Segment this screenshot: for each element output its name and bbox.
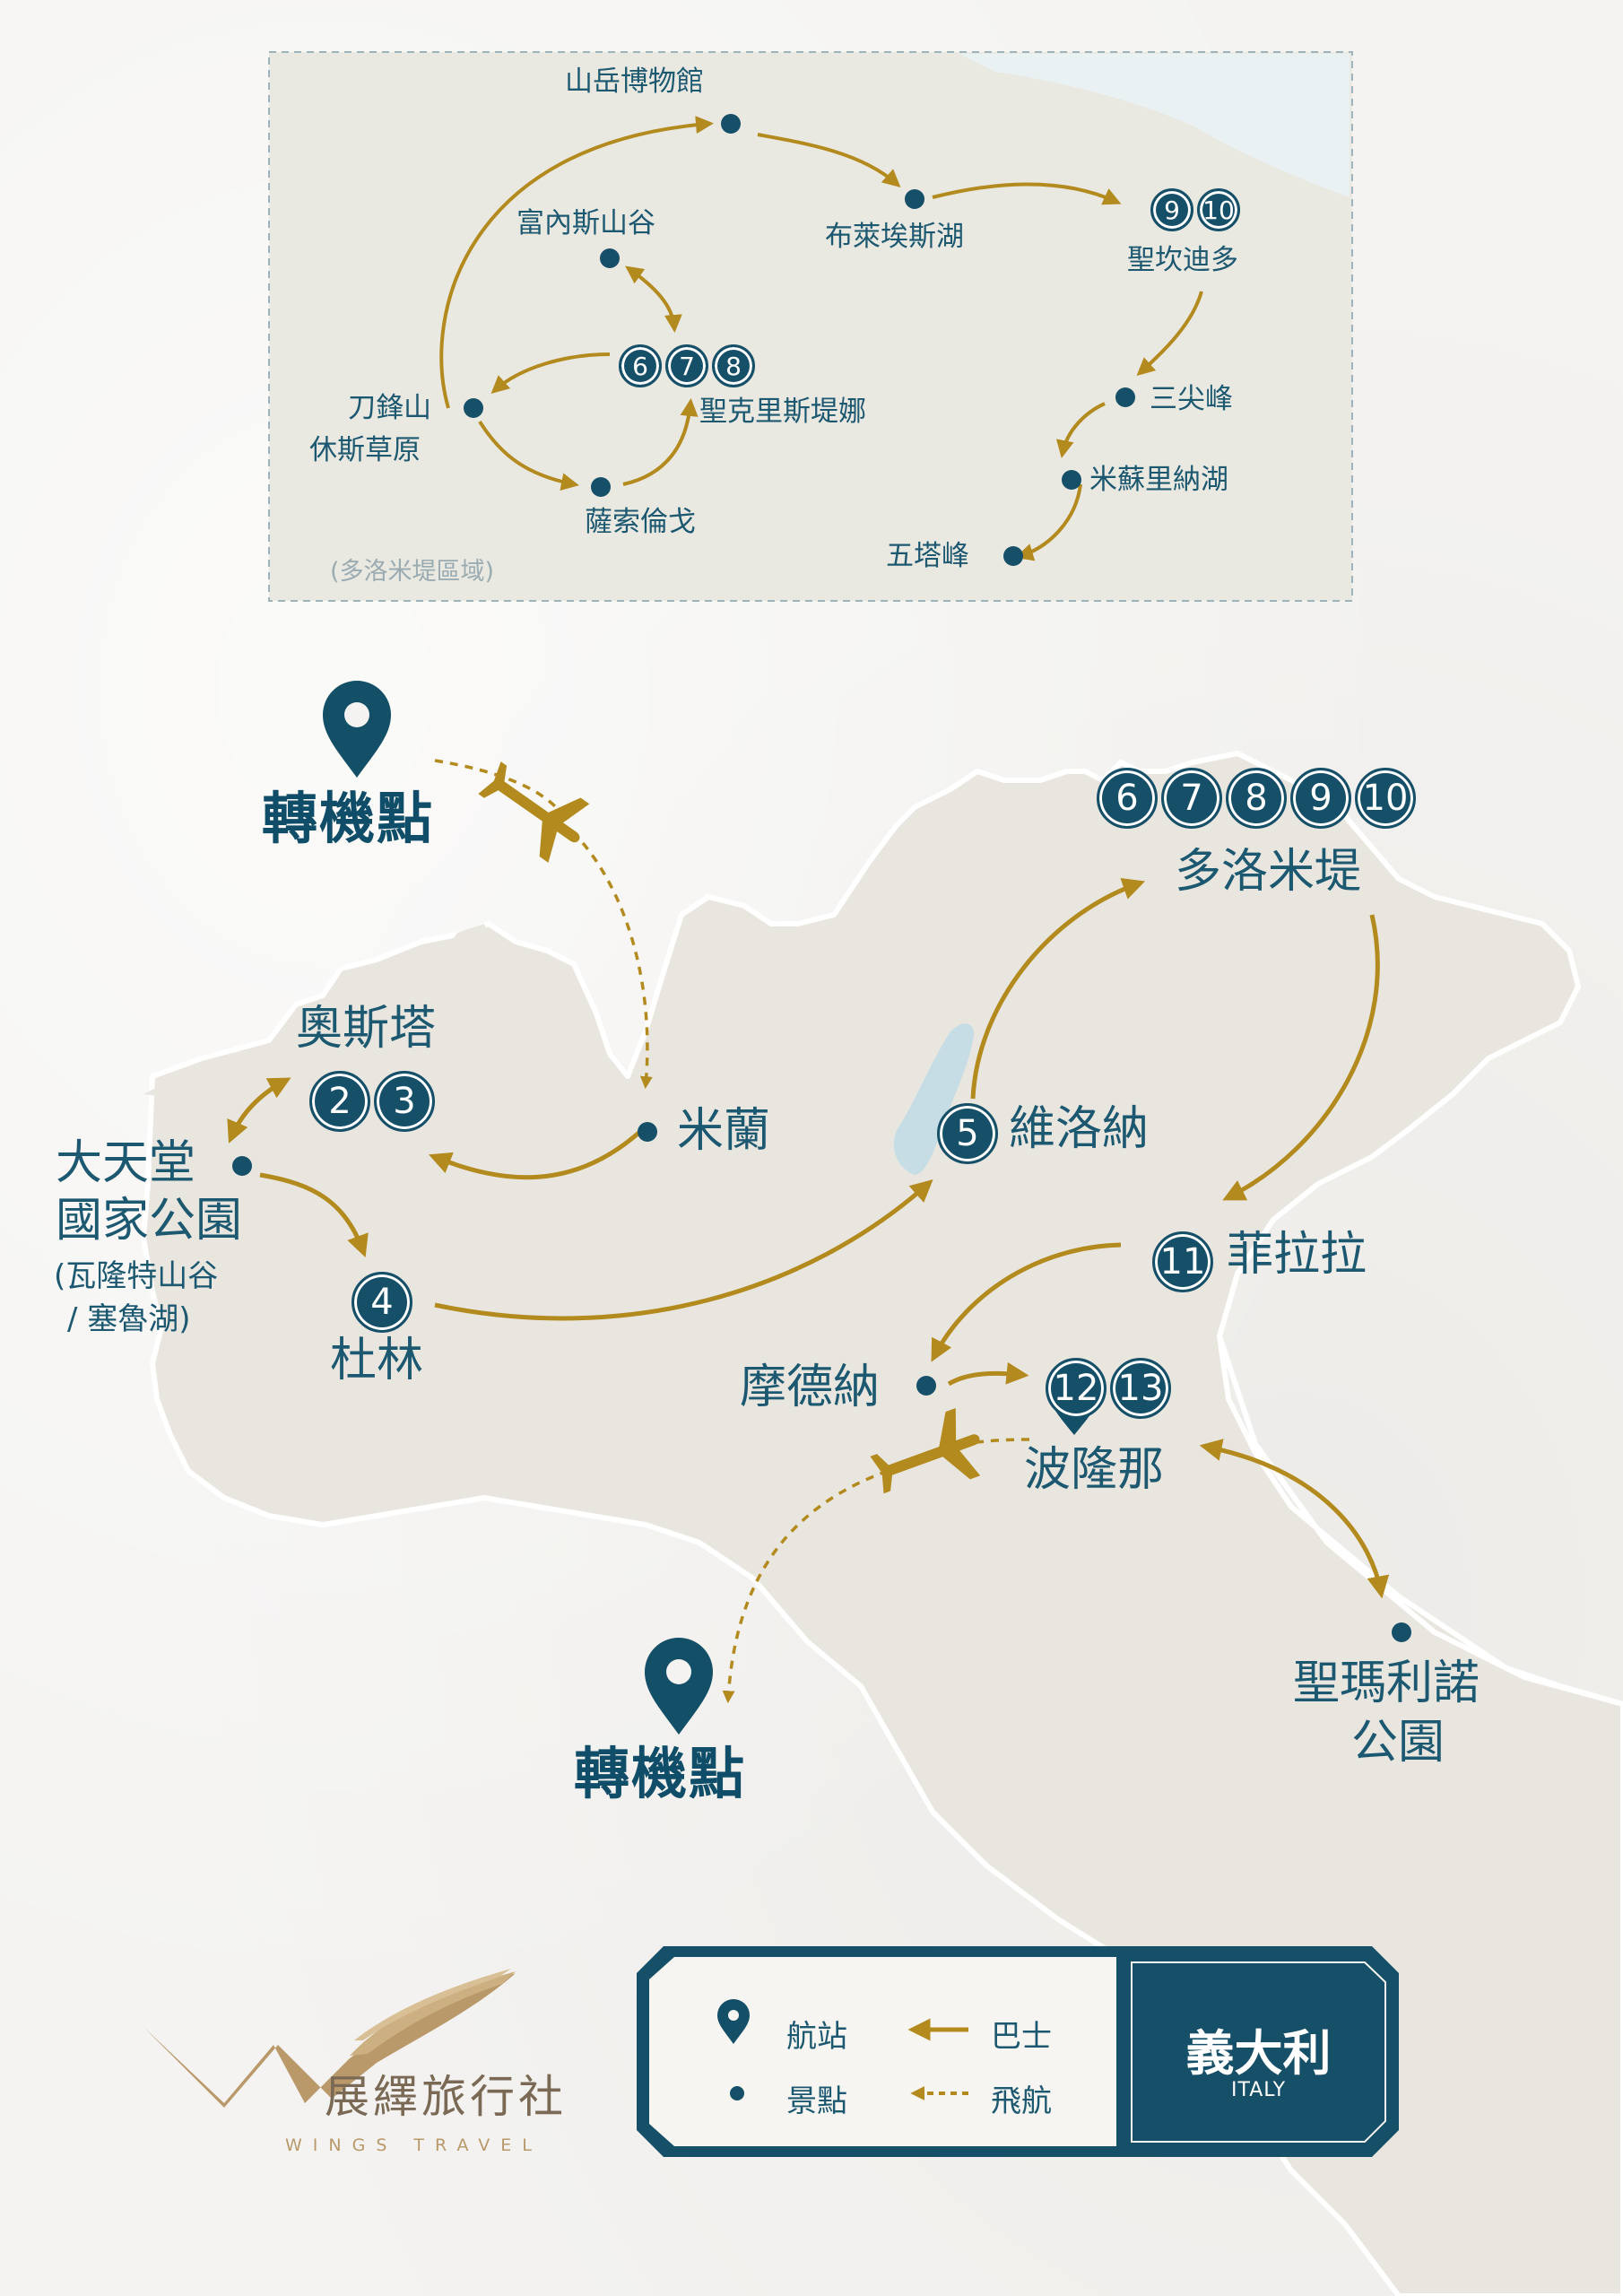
label-san-marino-1: 聖瑪利諾 bbox=[1293, 1657, 1480, 1710]
badge: 10 bbox=[1197, 188, 1240, 231]
inset-label-santa-cristina: 聖克里斯堤娜 bbox=[699, 396, 866, 428]
spot-dots bbox=[232, 114, 1411, 1642]
badge: 2 bbox=[309, 1071, 370, 1132]
legend-country: 義大利 bbox=[1185, 2025, 1332, 2082]
label-gran-paradiso-3: (瓦隆特山谷 bbox=[54, 1258, 219, 1294]
inset-label-misurina: 米蘇里納湖 bbox=[1089, 464, 1228, 496]
legend-bus-label: 巴士 bbox=[991, 2019, 1052, 2055]
legend-spot-label: 景點 bbox=[786, 2083, 847, 2119]
badge: 13 bbox=[1110, 1358, 1171, 1419]
badge: 8 bbox=[1226, 768, 1287, 829]
badge: 4 bbox=[352, 1272, 412, 1333]
badge: 9 bbox=[1290, 768, 1351, 829]
label-turin: 杜林 bbox=[330, 1334, 424, 1387]
badge: 5 bbox=[937, 1103, 998, 1164]
hub-label-north: 轉機點 bbox=[262, 786, 435, 851]
flight-routes bbox=[434, 759, 1030, 1704]
inset-label-tre-cime: 三尖峰 bbox=[1150, 383, 1233, 415]
badge: 10 bbox=[1355, 768, 1416, 829]
badge: 9 bbox=[1150, 188, 1193, 231]
inset-label-cinque-torri: 五塔峰 bbox=[886, 540, 969, 572]
inset-label-seceda-meadow: 休斯草原 bbox=[309, 434, 421, 466]
badge: 12 bbox=[1046, 1358, 1107, 1419]
inset-label-mountain-museum: 山岳博物館 bbox=[565, 65, 704, 98]
label-dolomites: 多洛米堤 bbox=[1175, 845, 1362, 899]
inset-region-label: (多洛米堤區域) bbox=[330, 558, 495, 586]
brand-name-en: WINGS TRAVEL bbox=[285, 2135, 542, 2155]
legend-flight-label: 飛航 bbox=[991, 2083, 1052, 2119]
badge: 7 bbox=[665, 344, 708, 387]
label-gran-paradiso-4: / 塞魯湖) bbox=[67, 1301, 191, 1337]
label-gran-paradiso-2: 國家公園 bbox=[56, 1194, 243, 1248]
badge: 6 bbox=[619, 344, 662, 387]
italy-land bbox=[141, 751, 1623, 2296]
pin-icon bbox=[645, 1638, 713, 1735]
hub-label-south: 轉機點 bbox=[574, 1741, 747, 1806]
inset-sea bbox=[959, 54, 1350, 197]
inset-badges-santa-cristina: 6 7 8 bbox=[619, 344, 755, 387]
label-aosta: 奧斯塔 bbox=[296, 1002, 437, 1056]
label-gran-paradiso-1: 大天堂 bbox=[56, 1136, 196, 1190]
badge: 3 bbox=[374, 1071, 435, 1132]
inset-label-val-di-funes: 富內斯山谷 bbox=[516, 207, 655, 239]
badge: 11 bbox=[1152, 1231, 1213, 1292]
plane-icon bbox=[870, 1408, 981, 1494]
legend-ticket bbox=[637, 1946, 1399, 2157]
pin-icon bbox=[323, 681, 391, 778]
inset-badges-san-candido: 9 10 bbox=[1150, 188, 1240, 231]
badges-bologna: 12 13 bbox=[1046, 1358, 1171, 1419]
label-verona: 維洛納 bbox=[1009, 1102, 1150, 1156]
main-routes bbox=[227, 877, 1390, 1599]
brand-name-zh: 展繹旅行社 bbox=[325, 2071, 567, 2123]
badge-ferrara: 11 bbox=[1152, 1231, 1213, 1292]
label-milan: 米蘭 bbox=[677, 1104, 771, 1158]
badges-dolomites: 6 7 8 9 10 bbox=[1097, 768, 1416, 829]
badge: 7 bbox=[1161, 768, 1222, 829]
badge-verona: 5 bbox=[937, 1103, 998, 1164]
label-bologna: 波隆那 bbox=[1024, 1443, 1165, 1497]
legend-station-label: 航站 bbox=[786, 2019, 847, 2055]
logo-icon bbox=[143, 1969, 516, 2108]
plane-icon bbox=[478, 761, 590, 863]
legend-country-en: ITALY bbox=[1230, 2079, 1287, 2101]
badge: 8 bbox=[712, 344, 755, 387]
inset-label-lake-braies: 布萊埃斯湖 bbox=[825, 221, 964, 253]
badge-turin: 4 bbox=[352, 1272, 412, 1333]
inset-label-ortisei: 薩索倫戈 bbox=[585, 506, 696, 538]
inset-label-san-candido: 聖坎迪多 bbox=[1127, 244, 1238, 276]
inset-label-seceda: 刀鋒山 bbox=[348, 392, 431, 424]
label-modena: 摩德納 bbox=[740, 1361, 881, 1414]
lake-garda bbox=[893, 1023, 974, 1175]
inset-routes bbox=[439, 116, 1203, 561]
inset-box bbox=[268, 51, 1353, 602]
label-ferrara: 菲拉拉 bbox=[1227, 1228, 1367, 1282]
badge: 6 bbox=[1097, 768, 1158, 829]
label-san-marino-2: 公園 bbox=[1351, 1716, 1445, 1770]
badges-aosta: 2 3 bbox=[309, 1071, 435, 1132]
